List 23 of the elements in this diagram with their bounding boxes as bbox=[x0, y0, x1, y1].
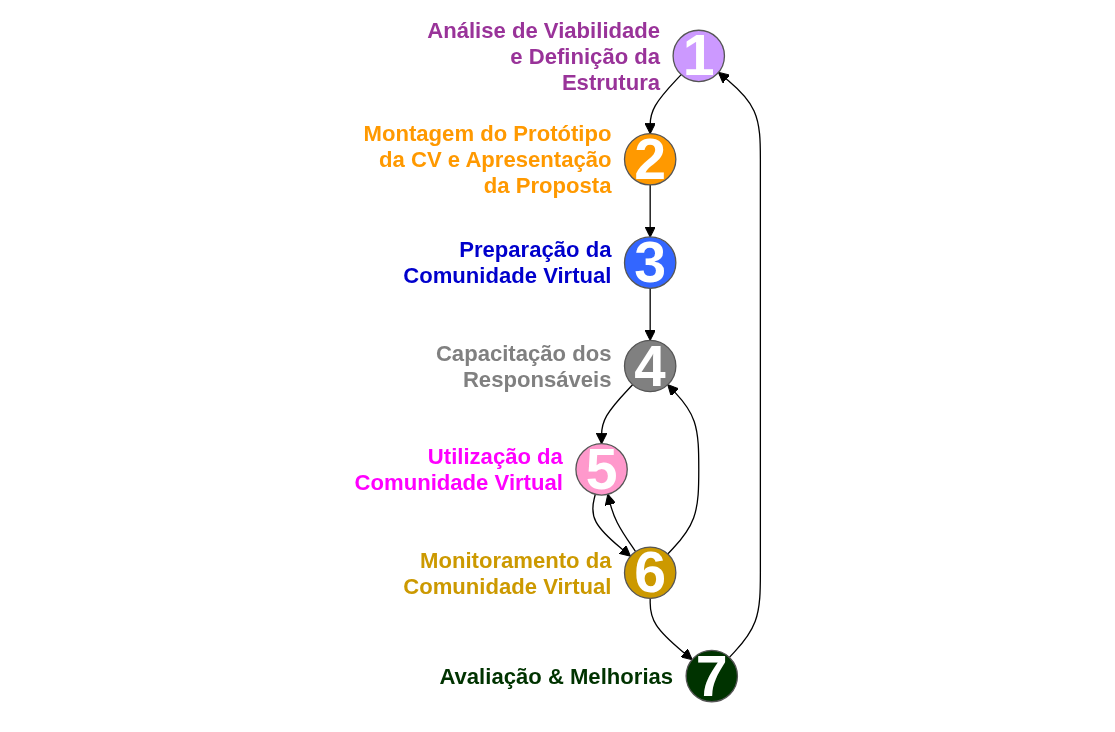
step-caption: Monitoramento da Comunidade Virtual bbox=[403, 547, 612, 599]
arrow bbox=[644, 184, 656, 238]
node-circle: 4 bbox=[623, 339, 677, 393]
arrow bbox=[592, 493, 632, 557]
node-circle: 3 bbox=[623, 236, 677, 289]
node-circle: 5 bbox=[575, 443, 628, 496]
arrow bbox=[595, 384, 634, 445]
node-circle: 1 bbox=[672, 29, 726, 83]
arrow bbox=[644, 73, 682, 135]
arrow bbox=[644, 287, 656, 341]
arrow bbox=[717, 71, 761, 659]
arrow bbox=[604, 493, 637, 553]
step-caption: Análise de Viabilidade e Definição da Estrutura bbox=[427, 17, 661, 95]
step-caption: Avaliação & Melhorias bbox=[439, 663, 674, 689]
node-circle: 2 bbox=[623, 132, 677, 186]
step-caption: Capacitação dos Responsáveis bbox=[435, 340, 612, 392]
arrow bbox=[667, 384, 700, 555]
arrow bbox=[649, 597, 693, 661]
step-caption: Preparação da Comunidade Virtual bbox=[403, 237, 612, 289]
node-circle: 6 bbox=[623, 546, 677, 600]
step-caption: Montagem do Protótipo da CV e Apresentação da Proposta bbox=[363, 121, 612, 199]
step-caption: Utilização da Comunidade Virtual bbox=[354, 444, 563, 496]
node-circle: 7 bbox=[685, 649, 739, 703]
